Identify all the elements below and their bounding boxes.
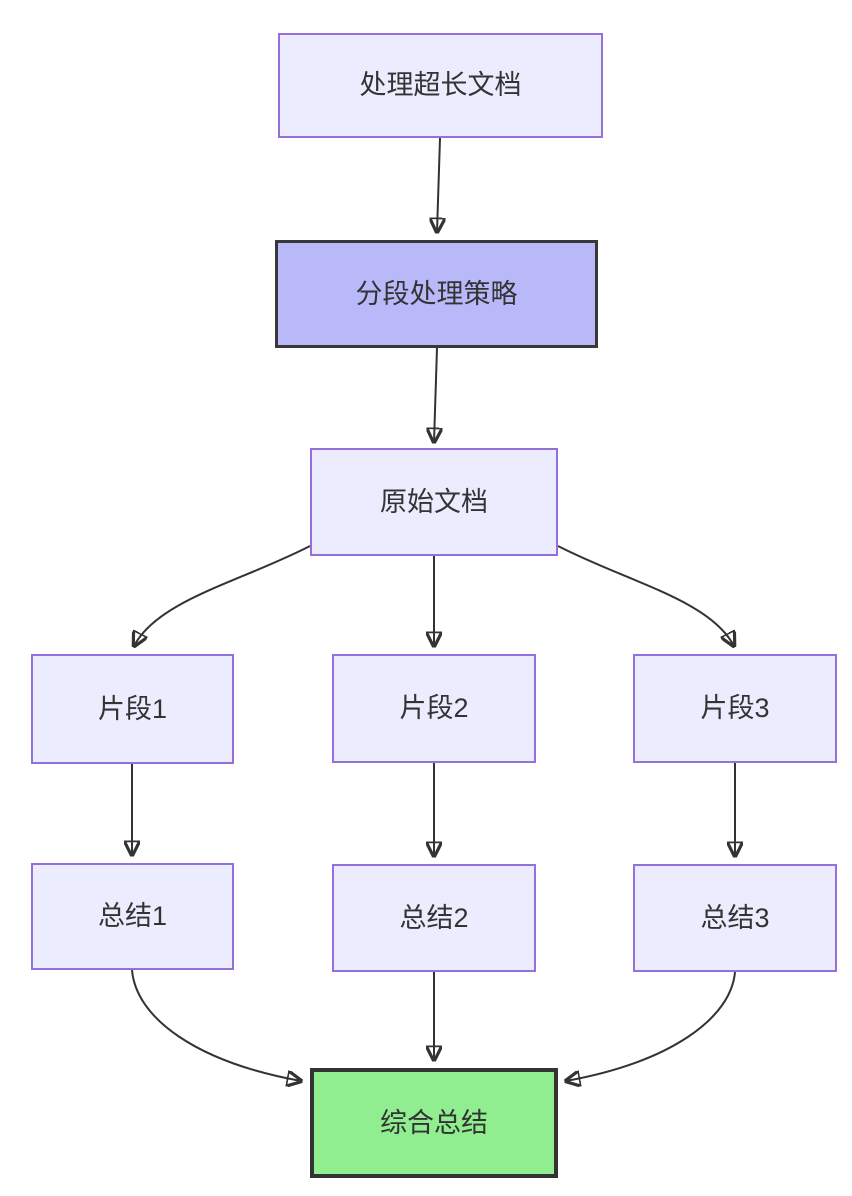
node-original-document: 原始文档 (310, 448, 558, 556)
node-label: 片段2 (399, 693, 469, 724)
node-label: 处理超长文档 (359, 70, 522, 101)
edge-summary-3-to-final (566, 971, 736, 1081)
edge-strategy-to-original (434, 347, 437, 442)
node-segmentation-strategy: 分段处理策略 (275, 240, 598, 348)
node-fragment-2: 片段2 (332, 654, 536, 763)
node-fragment-3: 片段3 (633, 654, 837, 763)
node-label: 总结2 (399, 902, 469, 933)
node-summary-3: 总结3 (633, 864, 837, 972)
node-summary-1: 总结1 (31, 863, 234, 970)
edge-original-to-fragment-3 (557, 545, 734, 646)
edge-original-to-fragment-1 (134, 545, 311, 646)
node-final-summary: 综合总结 (310, 1068, 558, 1178)
node-summary-2: 总结2 (332, 864, 536, 972)
node-label: 分段处理策略 (355, 278, 518, 309)
edge-summary-1-to-final (131, 969, 301, 1081)
edge-doc-to-strategy (437, 137, 440, 232)
node-label: 片段1 (97, 693, 168, 724)
node-label: 综合总结 (380, 1107, 488, 1138)
node-label: 原始文档 (380, 486, 488, 517)
node-label: 总结1 (97, 901, 168, 932)
node-process-long-document: 处理超长文档 (278, 33, 603, 138)
node-fragment-1: 片段1 (31, 654, 234, 764)
node-label: 片段3 (700, 693, 770, 724)
node-label: 总结3 (700, 902, 770, 933)
